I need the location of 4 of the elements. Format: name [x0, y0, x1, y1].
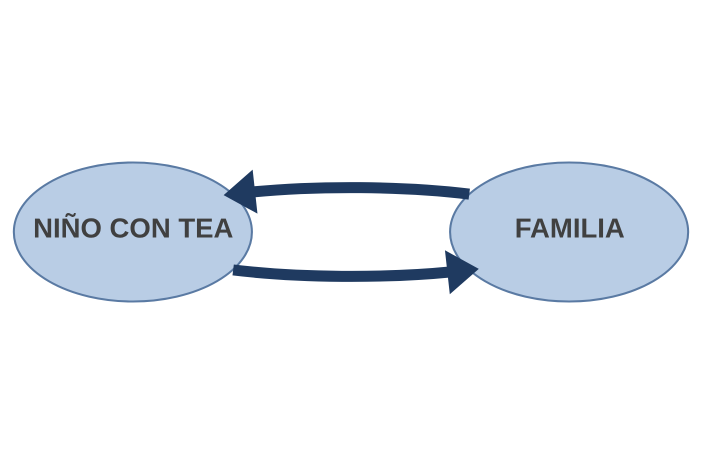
- node-ellipse: FAMILIA: [449, 160, 690, 302]
- node-ellipse: NIÑO CON TEA: [12, 160, 253, 302]
- arrow: [224, 169, 470, 214]
- arrow: [232, 250, 479, 294]
